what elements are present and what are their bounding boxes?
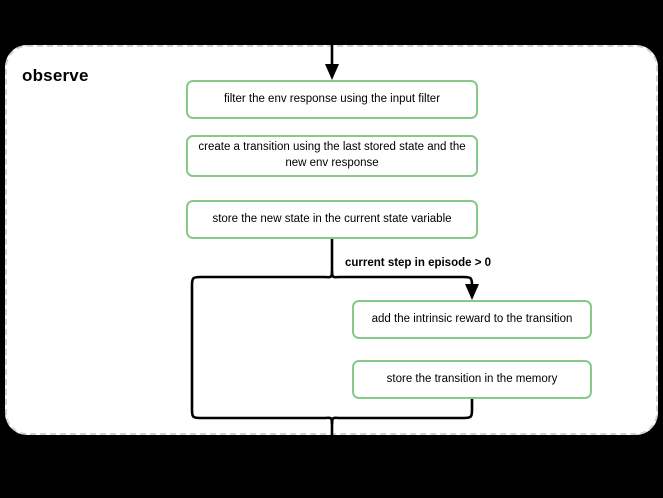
node-add-intrinsic-reward[interactable]: add the intrinsic reward to the transiti…	[352, 300, 592, 339]
group-title: observe	[22, 66, 89, 85]
node-store-new-state[interactable]: store the new state in the current state…	[186, 200, 478, 239]
condition-label: current step in episode > 0	[345, 257, 492, 269]
node-filter-env-response[interactable]: filter the env response using the input …	[186, 80, 478, 119]
node-store-transition-memory[interactable]: store the transition in the memory	[352, 360, 592, 399]
node-create-transition[interactable]: create a transition using the last store…	[186, 135, 478, 177]
